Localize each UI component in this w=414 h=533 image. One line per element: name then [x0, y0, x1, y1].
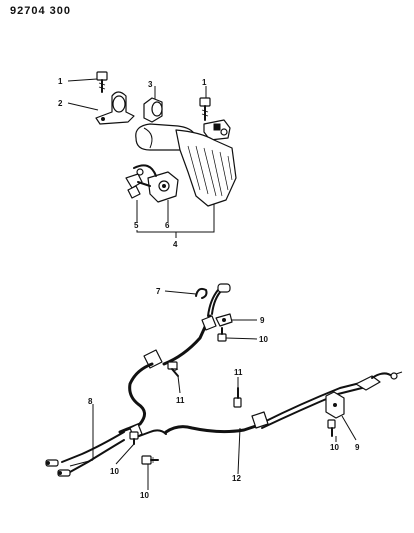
bolt-part-10-lower-middle [141, 455, 159, 465]
upper-leader-lines [67, 78, 215, 238]
parking-brake-lever-assembly [95, 71, 237, 230]
bracket-part-9-right [325, 391, 345, 419]
callout-9-upper: 9 [260, 316, 265, 325]
bracket-part-2 [95, 91, 135, 125]
right-rear-cable [164, 371, 403, 434]
bolt-part-1-left [96, 71, 108, 93]
callout-10-right: 10 [330, 443, 339, 452]
lower-leader-lines [69, 290, 357, 490]
callout-1-right: 1 [202, 78, 207, 87]
callout-2: 2 [58, 99, 63, 108]
left-rear-cable [45, 429, 167, 477]
cable-equalizer [118, 362, 154, 439]
callout-6: 6 [165, 221, 170, 230]
callout-8: 8 [88, 397, 93, 406]
brake-cable-assembly [45, 283, 403, 477]
bolt-part-1-right [199, 97, 211, 121]
bracket-part-9-upper [215, 313, 233, 327]
diagram-reference-code: 92704 300 [10, 5, 71, 17]
callout-11-upper: 11 [176, 396, 185, 405]
brake-switch [203, 119, 231, 141]
lever-boot [175, 129, 237, 230]
callout-1-left: 1 [58, 77, 63, 86]
bolt-part-11-upper [167, 361, 179, 377]
callout-10-lower-middle: 10 [140, 491, 149, 500]
bolt-part-11-right [233, 387, 242, 408]
callout-11-right: 11 [234, 368, 243, 377]
bolt-part-10-lower-left [129, 431, 139, 445]
callout-3: 3 [148, 80, 153, 89]
callout-7: 7 [156, 287, 161, 296]
callout-10-lower-left: 10 [110, 467, 119, 476]
callout-12: 12 [232, 474, 241, 483]
callout-5: 5 [134, 221, 139, 230]
callout-labels: 1 2 3 1 5 6 4 7 9 10 11 11 8 10 10 12 10… [58, 77, 360, 500]
callout-10-upper: 10 [259, 335, 268, 344]
front-cable [143, 283, 231, 369]
lever-mechanism [125, 164, 179, 203]
bolt-part-10-right [327, 419, 336, 437]
clip-part-7 [195, 287, 208, 299]
callout-4: 4 [173, 240, 178, 249]
bushing-part-3 [143, 97, 163, 123]
bolt-part-10-upper [217, 327, 227, 342]
callout-9-right: 9 [355, 443, 360, 452]
